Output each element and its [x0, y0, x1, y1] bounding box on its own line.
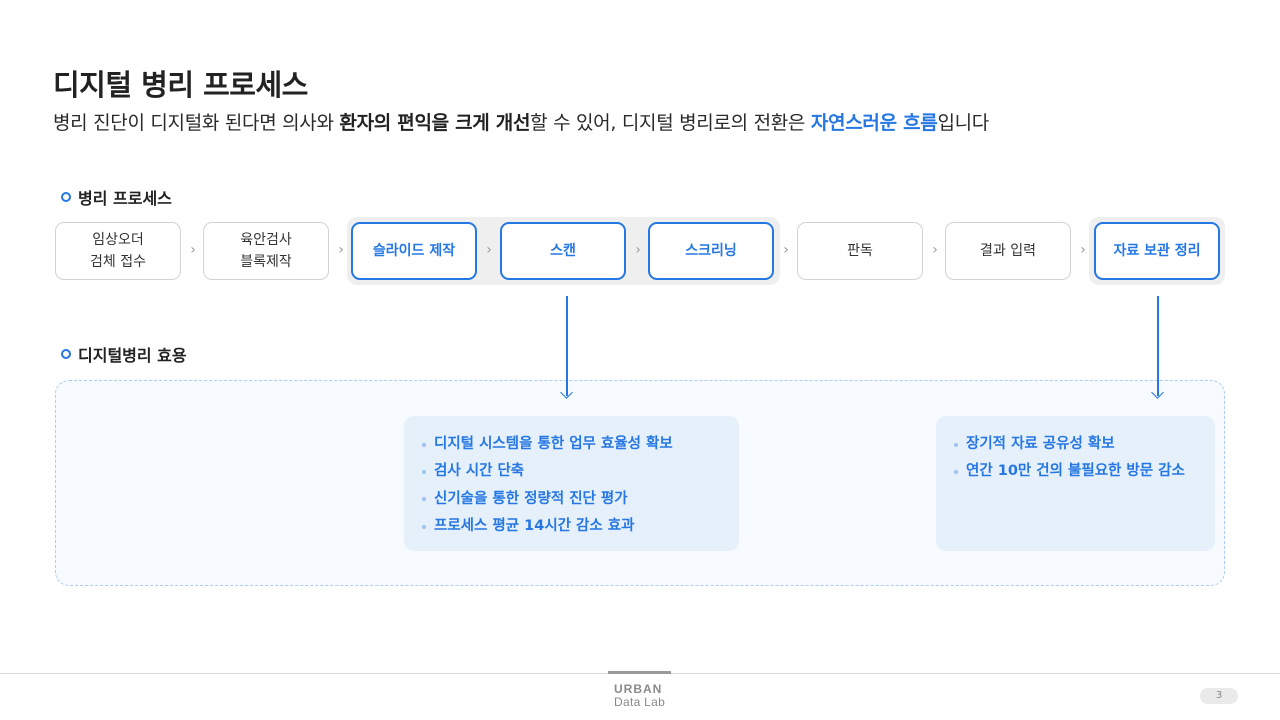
effect-item-text: 디지털 시스템을 통한 업무 효율성 확보: [434, 436, 673, 452]
effect-item-text: 신기술을 통한 정량적 진단 평가: [434, 490, 628, 507]
effect-item: 신기술을 통한 정량적 진단 평가: [422, 486, 721, 513]
bullet-dot-icon: [954, 469, 958, 474]
process-step-label: 육안검사: [240, 231, 292, 248]
circle-bullet-icon: [61, 192, 71, 202]
circle-bullet-icon: [61, 349, 71, 359]
bullet-dot-icon: [422, 469, 426, 474]
chevron-right-icon: ›: [783, 242, 789, 258]
process-step-label: 스캔: [550, 242, 576, 259]
process-step: 판독: [797, 222, 923, 280]
bullet-dot-icon: [422, 442, 426, 447]
process-step-label: 판독: [847, 242, 873, 259]
bullet-dot-icon: [954, 442, 958, 447]
subtitle-text: 입니다: [937, 112, 989, 134]
page-subtitle: 병리 진단이 디지털화 된다면 의사와 환자의 편익을 크게 개선할 수 있어,…: [53, 108, 989, 135]
effect-item: 장기적 자료 공유성 확보: [954, 431, 1197, 458]
footer-divider-accent: [608, 671, 671, 674]
chevron-right-icon: ›: [338, 242, 344, 258]
process-step: 자료 보관 정리: [1094, 222, 1220, 280]
chevron-right-icon: ›: [190, 242, 196, 258]
process-step: 슬라이드 제작: [351, 222, 477, 280]
subtitle-text: 병리 진단이 디지털화 된다면 의사와: [53, 112, 340, 134]
process-step-label: 검체 접수: [90, 254, 146, 270]
subtitle-text: 할 수 있어, 디지털 병리로의 전환은: [530, 112, 811, 134]
bullet-dot-icon: [422, 497, 426, 502]
effects-heading-label: 디지털병리 효용: [78, 346, 187, 365]
process-step-label: 블록제작: [240, 254, 292, 270]
chevron-right-icon: ›: [635, 242, 641, 258]
effect-item-text: 프로세스 평균 14시간 감소 효과: [434, 517, 635, 534]
process-step-label: 자료 보관 정리: [1113, 242, 1201, 259]
logo-top-text: URBAN: [614, 682, 663, 696]
chevron-right-icon: ›: [932, 242, 938, 258]
logo-bottom-text: Data Lab: [614, 695, 666, 709]
process-step-label: 임상오더: [92, 231, 144, 248]
process-step: 결과 입력: [945, 222, 1071, 280]
process-section-heading: 병리 프로세스: [61, 185, 172, 209]
process-step-label: 스크리닝: [685, 242, 737, 259]
bullet-dot-icon: [422, 524, 426, 529]
process-step: 스크리닝: [648, 222, 774, 280]
connector-arrow-line: [1157, 296, 1159, 396]
effect-item-text: 검사 시간 단축: [434, 463, 525, 480]
page-number: 3: [1200, 688, 1238, 704]
page-title: 디지털 병리 프로세스: [53, 68, 308, 102]
process-step: 스캔: [500, 222, 626, 280]
subtitle-bold: 환자의 편익을 크게 개선: [339, 112, 531, 134]
subtitle-highlight: 자연스러운 흐름: [810, 112, 938, 134]
effect-item: 검사 시간 단축: [422, 458, 721, 485]
effects-section-heading: 디지털병리 효용: [61, 342, 187, 366]
chevron-right-icon: ›: [1080, 242, 1086, 258]
effect-item-text: 연간 10만 건의 불필요한 방문 감소: [966, 463, 1185, 480]
process-step-label: 결과 입력: [980, 242, 1036, 259]
logo: URBAN Data Lab: [614, 683, 665, 709]
effect-item-text: 장기적 자료 공유성 확보: [966, 436, 1115, 452]
effect-item: 프로세스 평균 14시간 감소 효과: [422, 513, 721, 540]
chevron-right-icon: ›: [486, 242, 492, 258]
connector-arrow-line: [566, 296, 568, 396]
process-step-label: 슬라이드 제작: [372, 242, 456, 259]
effect-item: 연간 10만 건의 불필요한 방문 감소: [954, 458, 1197, 485]
process-heading-label: 병리 프로세스: [78, 189, 172, 208]
effect-item: 디지털 시스템을 통한 업무 효율성 확보: [422, 431, 721, 458]
